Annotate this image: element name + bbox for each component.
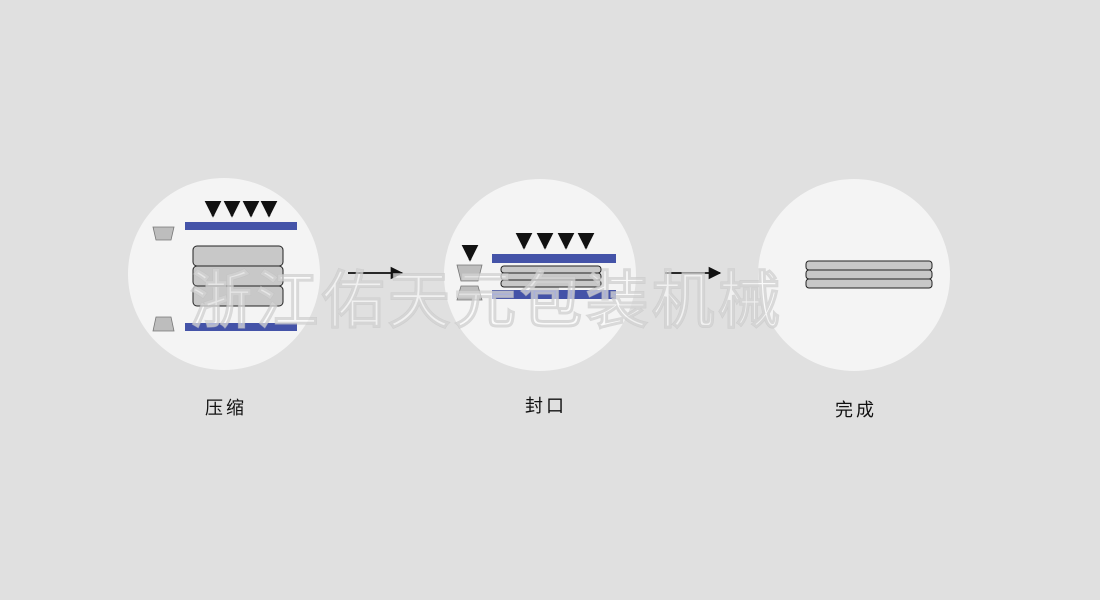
step-seal xyxy=(444,179,636,371)
top-sealer-jaw-seal xyxy=(456,264,483,282)
product-stack-seal xyxy=(500,265,602,288)
top-sealer-jaw xyxy=(152,226,175,241)
top-press-plate xyxy=(185,222,297,230)
step-done xyxy=(758,179,950,371)
step-compress xyxy=(128,178,320,370)
step-label-seal: 封口 xyxy=(525,396,567,417)
bottom-press-plate-seal xyxy=(492,290,616,299)
top-press-plate-seal xyxy=(492,254,616,263)
step-label-done: 完成 xyxy=(835,400,877,421)
bottom-press-plate xyxy=(185,323,297,331)
bottom-sealer-jaw-seal xyxy=(456,285,483,301)
product-stack-done xyxy=(805,260,933,289)
down-arrows-compress xyxy=(204,200,278,218)
down-arrows-seal xyxy=(461,232,595,262)
bottom-sealer-jaw xyxy=(152,316,175,332)
product-stack-compress xyxy=(192,245,284,307)
step-label-compress: 压缩 xyxy=(205,398,247,419)
